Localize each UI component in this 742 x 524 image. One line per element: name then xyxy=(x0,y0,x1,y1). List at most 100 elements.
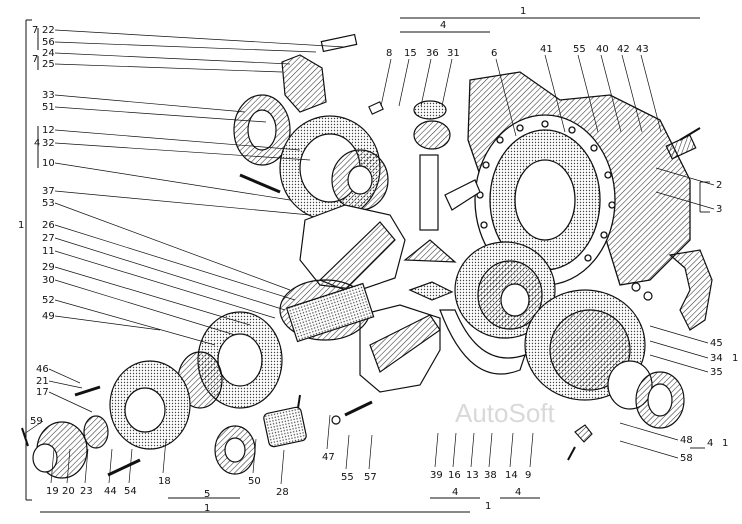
leader-line xyxy=(398,58,410,107)
callout-label: 23 xyxy=(80,486,93,497)
callout-label: 19 xyxy=(46,486,59,497)
leader-line xyxy=(66,448,71,484)
callout-label: 55 xyxy=(573,44,586,55)
callout-label: 31 xyxy=(447,48,460,59)
leader-line xyxy=(621,54,643,133)
callout-label: 21 xyxy=(36,376,49,387)
callout-label: 1 xyxy=(520,6,526,17)
leader-line xyxy=(162,438,167,474)
leader-line xyxy=(54,63,283,73)
leader-line xyxy=(345,434,350,470)
callout-label: 41 xyxy=(540,44,553,55)
leader-line xyxy=(54,106,267,123)
leader-line xyxy=(54,299,216,346)
leader-line xyxy=(619,422,679,441)
callout-label: 6 xyxy=(491,48,497,59)
callout-label: 4 xyxy=(440,20,446,31)
callout-label: 1 xyxy=(732,353,738,364)
leader-line xyxy=(54,29,346,48)
main-housing xyxy=(467,71,691,286)
lower-drive-housings xyxy=(21,279,375,479)
leader-line xyxy=(368,434,373,470)
leader-line xyxy=(54,190,311,216)
leader-line xyxy=(54,279,236,336)
leader-line xyxy=(600,54,622,133)
leader-lines xyxy=(23,17,715,513)
callout-label: 34 xyxy=(710,353,723,364)
leader-line xyxy=(619,440,679,459)
leader-line xyxy=(54,237,286,311)
callout-label: 27 xyxy=(42,233,55,244)
leader-line xyxy=(434,432,439,468)
callout-label: 58 xyxy=(680,453,693,464)
callout-label: 20 xyxy=(62,486,75,497)
callout-label: 10 xyxy=(42,158,55,169)
group-label: 4 xyxy=(515,487,521,498)
leader-line xyxy=(54,129,301,151)
leader-line xyxy=(252,438,257,474)
callout-label: 15 xyxy=(404,48,417,59)
leader-line xyxy=(470,432,475,468)
callout-labels: 2256242533511232103753262711293052494621… xyxy=(18,6,738,514)
leader-line xyxy=(23,420,44,435)
leader-line xyxy=(48,380,83,389)
leader-line xyxy=(48,391,93,413)
leader-line xyxy=(54,202,291,291)
callout-label: 22 xyxy=(42,25,55,36)
callout-label: 33 xyxy=(42,90,55,101)
leader-line xyxy=(50,448,55,484)
leader-line xyxy=(380,58,392,107)
callout-label: 30 xyxy=(42,275,55,286)
callout-label: 35 xyxy=(710,367,723,378)
callout-label: 1 xyxy=(722,438,728,449)
callout-label: 57 xyxy=(364,472,377,483)
callout-label: 47 xyxy=(322,452,335,463)
callout-label: 12 xyxy=(42,125,55,136)
leader-line xyxy=(54,162,291,201)
callout-label: 32 xyxy=(42,138,55,149)
callout-label: 9 xyxy=(525,470,531,481)
shaft-stack xyxy=(403,100,481,301)
group-label: 4 xyxy=(452,487,458,498)
group-label: 7 xyxy=(32,54,38,65)
leader-line xyxy=(54,142,311,161)
callout-label: 55 xyxy=(341,472,354,483)
group-label: 1 xyxy=(204,503,210,514)
callout-label: 13 xyxy=(466,470,479,481)
callout-label: 56 xyxy=(42,37,55,48)
leader-line xyxy=(509,432,514,468)
callout-label: 11 xyxy=(42,246,55,257)
leader-line xyxy=(54,315,161,331)
callout-label: 25 xyxy=(42,59,55,70)
leader-line xyxy=(54,52,291,65)
group-label: 1 xyxy=(485,501,491,512)
leader-line xyxy=(649,340,709,359)
callout-label: 24 xyxy=(42,48,55,59)
callout-label: 17 xyxy=(36,387,49,398)
callout-label: 45 xyxy=(710,338,723,349)
callout-label: 53 xyxy=(42,198,55,209)
left-brackets xyxy=(25,19,39,501)
leader-line xyxy=(54,266,251,326)
callout-label: 8 xyxy=(386,48,392,59)
callout-label: 14 xyxy=(505,470,518,481)
callout-label: 48 xyxy=(680,435,693,446)
leader-line xyxy=(48,368,81,384)
callout-label: 26 xyxy=(42,220,55,231)
leader-line xyxy=(54,94,246,113)
leader-line xyxy=(495,58,517,137)
callout-label: 49 xyxy=(42,311,55,322)
callout-label: 46 xyxy=(36,364,49,375)
group-label: 1 xyxy=(18,220,24,231)
callout-label: 50 xyxy=(248,476,261,487)
callout-label: 3 xyxy=(716,204,722,215)
leader-line xyxy=(640,54,662,133)
leader-line xyxy=(108,448,113,484)
group-label: 7 xyxy=(32,25,38,36)
right-cover xyxy=(524,134,713,429)
callout-label: 38 xyxy=(484,470,497,481)
callout-label: 43 xyxy=(636,44,649,55)
leader-line xyxy=(326,414,331,450)
